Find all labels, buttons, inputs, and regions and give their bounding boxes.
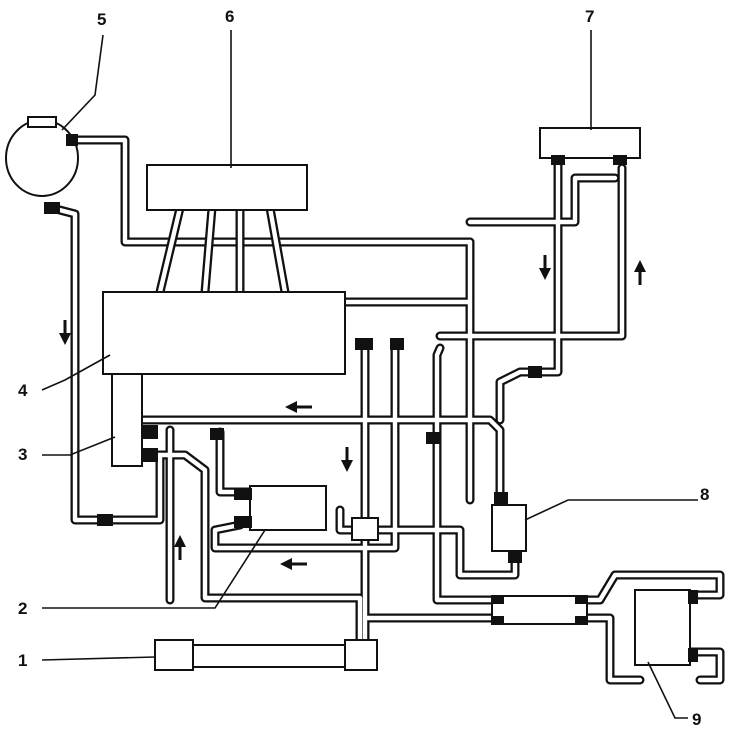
fitting (426, 432, 440, 444)
fitting (575, 596, 587, 604)
hose (465, 173, 620, 227)
runner (202, 205, 215, 295)
fitting (528, 366, 542, 378)
hose-inner (467, 175, 618, 225)
callout-8: 8 (700, 485, 709, 504)
control-valve (491, 492, 527, 563)
control-valve-body (491, 504, 527, 552)
hose (495, 155, 563, 425)
hose-inner (212, 342, 398, 551)
expansion-tank-body (5, 119, 79, 197)
inline-connector-body (491, 595, 588, 625)
flow-arrow-down (59, 320, 71, 345)
hose-inner (497, 157, 561, 423)
callout-4: 4 (18, 381, 28, 400)
fitting (508, 551, 522, 563)
thermostat-housing (111, 373, 143, 467)
fitting (234, 516, 252, 528)
hose-inner (362, 615, 643, 683)
hose-inner (149, 452, 363, 643)
top-right-unit (539, 127, 641, 165)
fitting (234, 488, 252, 500)
hose-inner (687, 649, 723, 683)
hose-inner (437, 165, 625, 339)
fitting (44, 202, 60, 214)
fitting (355, 338, 373, 350)
hose (360, 613, 645, 685)
leader-line (647, 661, 688, 719)
fitting (551, 155, 565, 165)
radiator-tube-body (169, 644, 361, 668)
hose-inner (72, 137, 473, 245)
leader-line (42, 436, 116, 456)
fitting (688, 590, 698, 604)
engine-block (102, 291, 346, 375)
callout-9: 9 (692, 710, 701, 729)
intake-runners (155, 203, 290, 297)
fitting (494, 492, 508, 504)
fitting (66, 134, 78, 146)
leader-line (41, 656, 156, 661)
fitting (688, 648, 698, 662)
hose-inner (434, 345, 503, 603)
flow-arrow-up (174, 535, 186, 560)
hose-inner (337, 507, 518, 578)
callouts: 1 2 3 4 5 6 7 8 9 (18, 7, 709, 729)
top-right-unit-body (539, 127, 641, 159)
fitting (492, 616, 504, 624)
leader-line (42, 529, 266, 609)
fitting (575, 616, 587, 624)
fitting (142, 448, 158, 462)
intake-manifold (146, 164, 308, 211)
radiator-tube-end (154, 639, 194, 671)
hose (215, 427, 260, 497)
fitting (492, 596, 504, 604)
tee-junction (351, 517, 379, 541)
flow-arrows (59, 255, 646, 570)
runner (157, 205, 183, 295)
heater-core (634, 589, 698, 666)
fitting (613, 155, 627, 165)
flow-arrow-left (280, 558, 307, 570)
flow-arrow-down (539, 255, 551, 280)
heater-core-body (634, 589, 691, 666)
leader-line (524, 499, 698, 521)
callout-1: 1 (18, 651, 27, 670)
flow-arrow-left (285, 401, 312, 413)
fitting (142, 425, 158, 439)
radiator-tube-end (344, 639, 378, 671)
inline-connector (491, 595, 588, 625)
callout-2: 2 (18, 599, 27, 618)
fitting (97, 514, 113, 526)
fitting (390, 338, 404, 350)
hose-inner (49, 205, 163, 523)
oil-cooler-body (249, 485, 327, 531)
runner (267, 205, 288, 295)
oil-cooler (234, 485, 327, 531)
radiator-tube (154, 639, 378, 671)
callout-7: 7 (585, 7, 594, 26)
callout-3: 3 (18, 445, 27, 464)
leader-line (41, 354, 111, 391)
flow-arrow-down (341, 447, 353, 472)
expansion-tank-cap (27, 116, 57, 128)
flow-arrow-up (634, 260, 646, 285)
hose-inner (217, 429, 258, 495)
callout-6: 6 (225, 7, 234, 26)
fitting (210, 428, 224, 440)
expansion-tank (5, 116, 79, 214)
hose-inner (137, 417, 503, 498)
callout-5: 5 (97, 10, 106, 29)
leader-line (61, 34, 104, 131)
